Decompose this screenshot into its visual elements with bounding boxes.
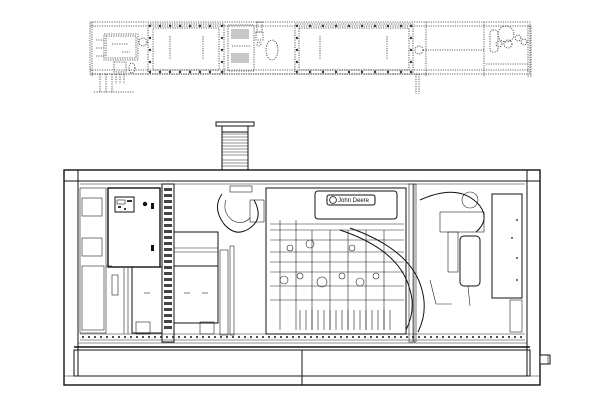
fuel-fittings-top — [489, 25, 528, 53]
grille-column — [161, 183, 175, 343]
control-box-top — [94, 33, 139, 93]
alternator — [111, 231, 235, 336]
louvre-panel — [227, 24, 255, 72]
left-door-panel — [79, 187, 112, 334]
base-rail — [80, 333, 525, 341]
control-panel — [107, 187, 161, 268]
right-access-panel — [491, 193, 523, 333]
exhaust-top — [255, 21, 264, 47]
top-view — [89, 21, 532, 94]
radiator-side — [419, 191, 485, 307]
side-elevation: John Deere — [63, 121, 551, 386]
roof-hatch-2 — [294, 23, 414, 75]
exhaust-bellows — [215, 121, 255, 171]
roof-hatch-1 — [147, 23, 225, 75]
engine-turbo — [217, 185, 265, 233]
john-deere-logo-text: John Deere — [338, 198, 370, 204]
engine-block: John Deere — [265, 187, 425, 335]
